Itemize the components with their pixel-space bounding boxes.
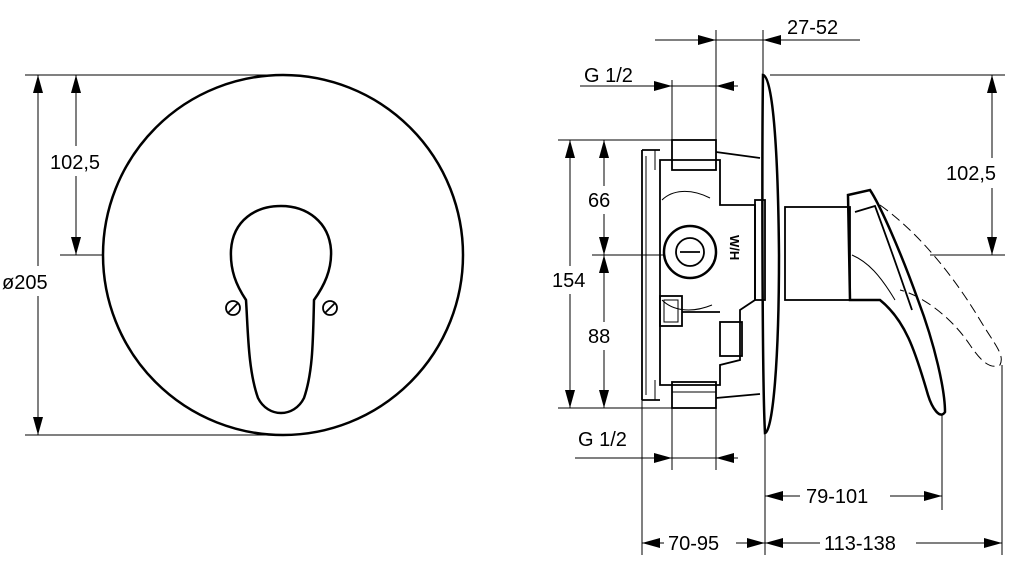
front-view: ø205 102,5 bbox=[0, 73, 465, 437]
bottom-thread-dimension: G 1/2 bbox=[575, 408, 738, 470]
right-screw-icon bbox=[322, 300, 338, 316]
lever-alt-position bbox=[879, 204, 1002, 367]
right-height-label: 102,5 bbox=[946, 163, 996, 185]
upper-dimension: 66 bbox=[586, 140, 620, 255]
top-adjust-label: 27-52 bbox=[787, 17, 838, 39]
handle-lever bbox=[846, 188, 947, 416]
total-height-label: 154 bbox=[552, 270, 585, 292]
depth-label: 70-95 bbox=[668, 533, 719, 555]
cover-plate-outline bbox=[101, 73, 465, 437]
diameter-dimension: ø205 bbox=[0, 75, 60, 435]
depth-dimension: 70-95 bbox=[642, 530, 765, 556]
lever-outline bbox=[229, 204, 333, 415]
bottom-thread-label: G 1/2 bbox=[578, 429, 627, 451]
lower-dimension: 88 bbox=[586, 255, 620, 408]
cartridge-icon bbox=[662, 224, 718, 280]
body-marking: W/H bbox=[727, 235, 742, 260]
top-adjust-dimension: 27-52 bbox=[655, 17, 860, 140]
lower-label: 88 bbox=[588, 326, 610, 348]
valve-body bbox=[659, 159, 756, 386]
extension-sleeve bbox=[754, 199, 766, 301]
front-height-label: 102,5 bbox=[50, 152, 100, 174]
projection-label: 113-138 bbox=[824, 533, 896, 555]
bottom-inlet-pipe bbox=[671, 381, 717, 409]
total-height-dimension: 154 bbox=[550, 140, 594, 408]
rosette-profile bbox=[761, 73, 781, 435]
top-inlet-pipe bbox=[671, 139, 717, 171]
upper-label: 66 bbox=[588, 190, 610, 212]
projection-dimension: 113-138 bbox=[765, 530, 1002, 556]
right-height-dimension: 102,5 bbox=[770, 74, 1008, 256]
top-thread-label: G 1/2 bbox=[584, 65, 633, 87]
diameter-label: ø205 bbox=[2, 272, 48, 294]
side-view: W/H 27-52 bbox=[550, 17, 1008, 556]
lever-reach-label: 79-101 bbox=[806, 486, 868, 508]
lever-reach-dimension: 79-101 bbox=[765, 482, 942, 510]
top-thread-dimension: G 1/2 bbox=[580, 65, 738, 140]
mounting-frame bbox=[641, 149, 660, 401]
front-height-dimension: 102,5 bbox=[48, 75, 112, 255]
left-screw-icon bbox=[225, 300, 241, 316]
check-valve-block bbox=[659, 295, 683, 327]
